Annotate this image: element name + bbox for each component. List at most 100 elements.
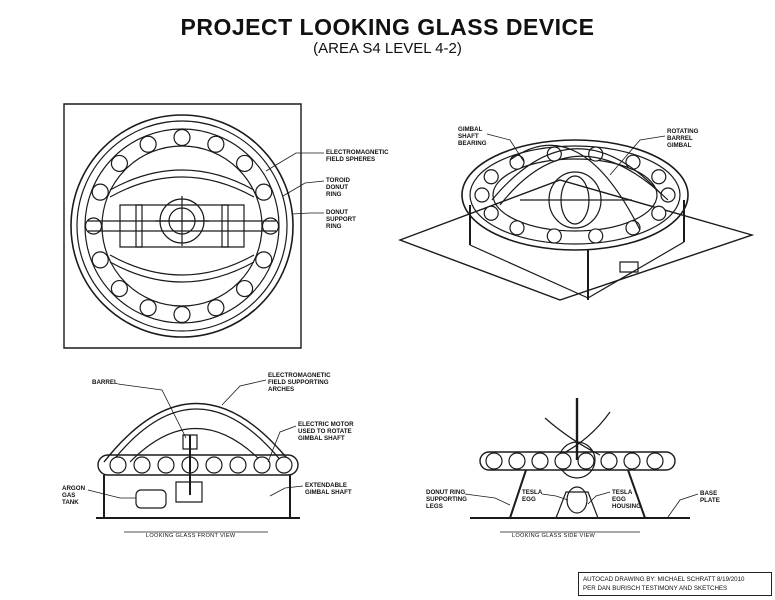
side-field-sphere	[532, 453, 548, 469]
iso-field-sphere	[510, 221, 524, 235]
field-sphere	[92, 184, 108, 200]
field-sphere	[174, 307, 190, 323]
front-field-spheres	[110, 457, 292, 473]
side-field-sphere	[578, 453, 594, 469]
iso-field-sphere	[484, 170, 498, 184]
side-field-sphere	[601, 453, 617, 469]
side-field-sphere	[624, 453, 640, 469]
field-sphere	[208, 136, 224, 152]
field-sphere	[263, 218, 279, 234]
leader-egg-housing	[588, 492, 610, 504]
field-sphere	[208, 300, 224, 316]
gimbal-post-right	[222, 205, 228, 247]
label-barrel: BARREL	[92, 379, 118, 386]
field-sphere	[256, 252, 272, 268]
front-motor	[176, 482, 202, 502]
iso-base-plate	[400, 180, 752, 300]
leader-field-spheres	[266, 153, 324, 171]
label-field-spheres: ELECTROMAGNETIC FIELD SPHERES	[326, 149, 389, 163]
side-field-sphere	[509, 453, 525, 469]
field-sphere	[237, 281, 253, 297]
iso-field-sphere	[475, 188, 489, 202]
field-sphere	[111, 281, 127, 297]
front-argon-tank	[136, 490, 166, 508]
field-sphere	[174, 130, 190, 146]
front-field-sphere	[206, 457, 222, 473]
arch-top-inner	[110, 177, 254, 197]
label-base-plate: BASE PLATE	[700, 490, 720, 504]
arch-top	[110, 170, 254, 190]
iso-rail-right	[588, 242, 684, 298]
top-view-frame	[64, 104, 301, 348]
iso-field-sphere	[652, 170, 666, 184]
front-field-sphere	[276, 457, 292, 473]
side-field-spheres	[486, 453, 663, 469]
leader-toroid	[283, 181, 324, 196]
iso-field-sphere	[484, 206, 498, 220]
iso-ring-inner	[470, 146, 680, 244]
leader-arches	[222, 380, 266, 405]
field-sphere	[92, 252, 108, 268]
leader-rotating-gimbal	[610, 136, 665, 175]
iso-arch-3	[510, 145, 640, 230]
label-extendable-shaft: EXTENDABLE GIMBAL SHAFT	[305, 482, 352, 496]
front-arch-outer	[104, 404, 290, 463]
front-arch-inner	[112, 409, 282, 462]
front-view	[88, 380, 303, 532]
leader-barrel	[118, 384, 186, 438]
side-donut	[480, 452, 675, 470]
front-arch-small	[130, 429, 262, 463]
front-field-sphere	[110, 457, 126, 473]
arch-bottom	[110, 262, 254, 282]
label-support-ring: DONUT SUPPORT RING	[326, 209, 356, 230]
iso-field-spheres	[475, 147, 675, 243]
front-donut	[98, 455, 298, 475]
leader-legs	[465, 494, 510, 505]
leader-argon	[88, 490, 136, 498]
field-sphere	[140, 300, 156, 316]
leader-motor	[268, 426, 296, 462]
iso-field-sphere	[510, 155, 524, 169]
credit-block: AUTOCAD DRAWING BY: MICHAEL SCHRATT 8/19…	[578, 572, 772, 596]
iso-field-sphere	[652, 206, 666, 220]
side-field-sphere	[486, 453, 502, 469]
iso-toroid-inner	[493, 159, 657, 231]
front-field-sphere	[254, 457, 270, 473]
label-rotating-gimbal: ROTATING BARREL GIMBAL	[667, 128, 699, 149]
iso-field-sphere	[661, 188, 675, 202]
front-field-sphere	[230, 457, 246, 473]
page-title: PROJECT LOOKING GLASS DEVICE	[180, 14, 595, 40]
iso-ring-outer	[462, 140, 688, 250]
leader-support	[292, 213, 324, 214]
side-leg-left	[510, 470, 526, 518]
caption-side-view: LOOKING GLASS SIDE VIEW	[512, 533, 596, 539]
support-ring-outer	[71, 115, 293, 337]
label-gimbal-bearing: GIMBAL SHAFT BEARING	[458, 126, 487, 147]
caption-front-view: LOOKING GLASS FRONT VIEW	[146, 533, 236, 539]
support-ring-inner	[77, 121, 287, 331]
front-field-sphere	[134, 457, 150, 473]
isometric-view	[400, 134, 752, 300]
leader-tesla-egg	[542, 494, 568, 500]
side-view	[465, 398, 698, 532]
iso-rail-left	[470, 245, 588, 298]
label-arches: ELECTROMAGNETIC FIELD SUPPORTING ARCHES	[268, 372, 331, 393]
side-tesla-egg	[567, 487, 587, 513]
page-subtitle: (AREA S4 LEVEL 4-2)	[313, 40, 462, 57]
side-arch-right	[560, 412, 610, 455]
leader-gimbal-bearing	[487, 134, 524, 162]
side-field-sphere	[647, 453, 663, 469]
leader-extendable	[270, 486, 303, 496]
front-barrel	[183, 435, 197, 449]
field-sphere	[237, 155, 253, 171]
iso-field-sphere	[547, 229, 561, 243]
top-view	[64, 104, 324, 348]
credit-line-1: AUTOCAD DRAWING BY: MICHAEL SCHRATT 8/19…	[583, 576, 745, 583]
arch-bottom-inner	[110, 255, 254, 275]
field-sphere	[86, 218, 102, 234]
front-field-sphere	[158, 457, 174, 473]
field-sphere	[256, 184, 272, 200]
label-egg-housing: TESLA EGG HOUSING	[612, 489, 641, 510]
